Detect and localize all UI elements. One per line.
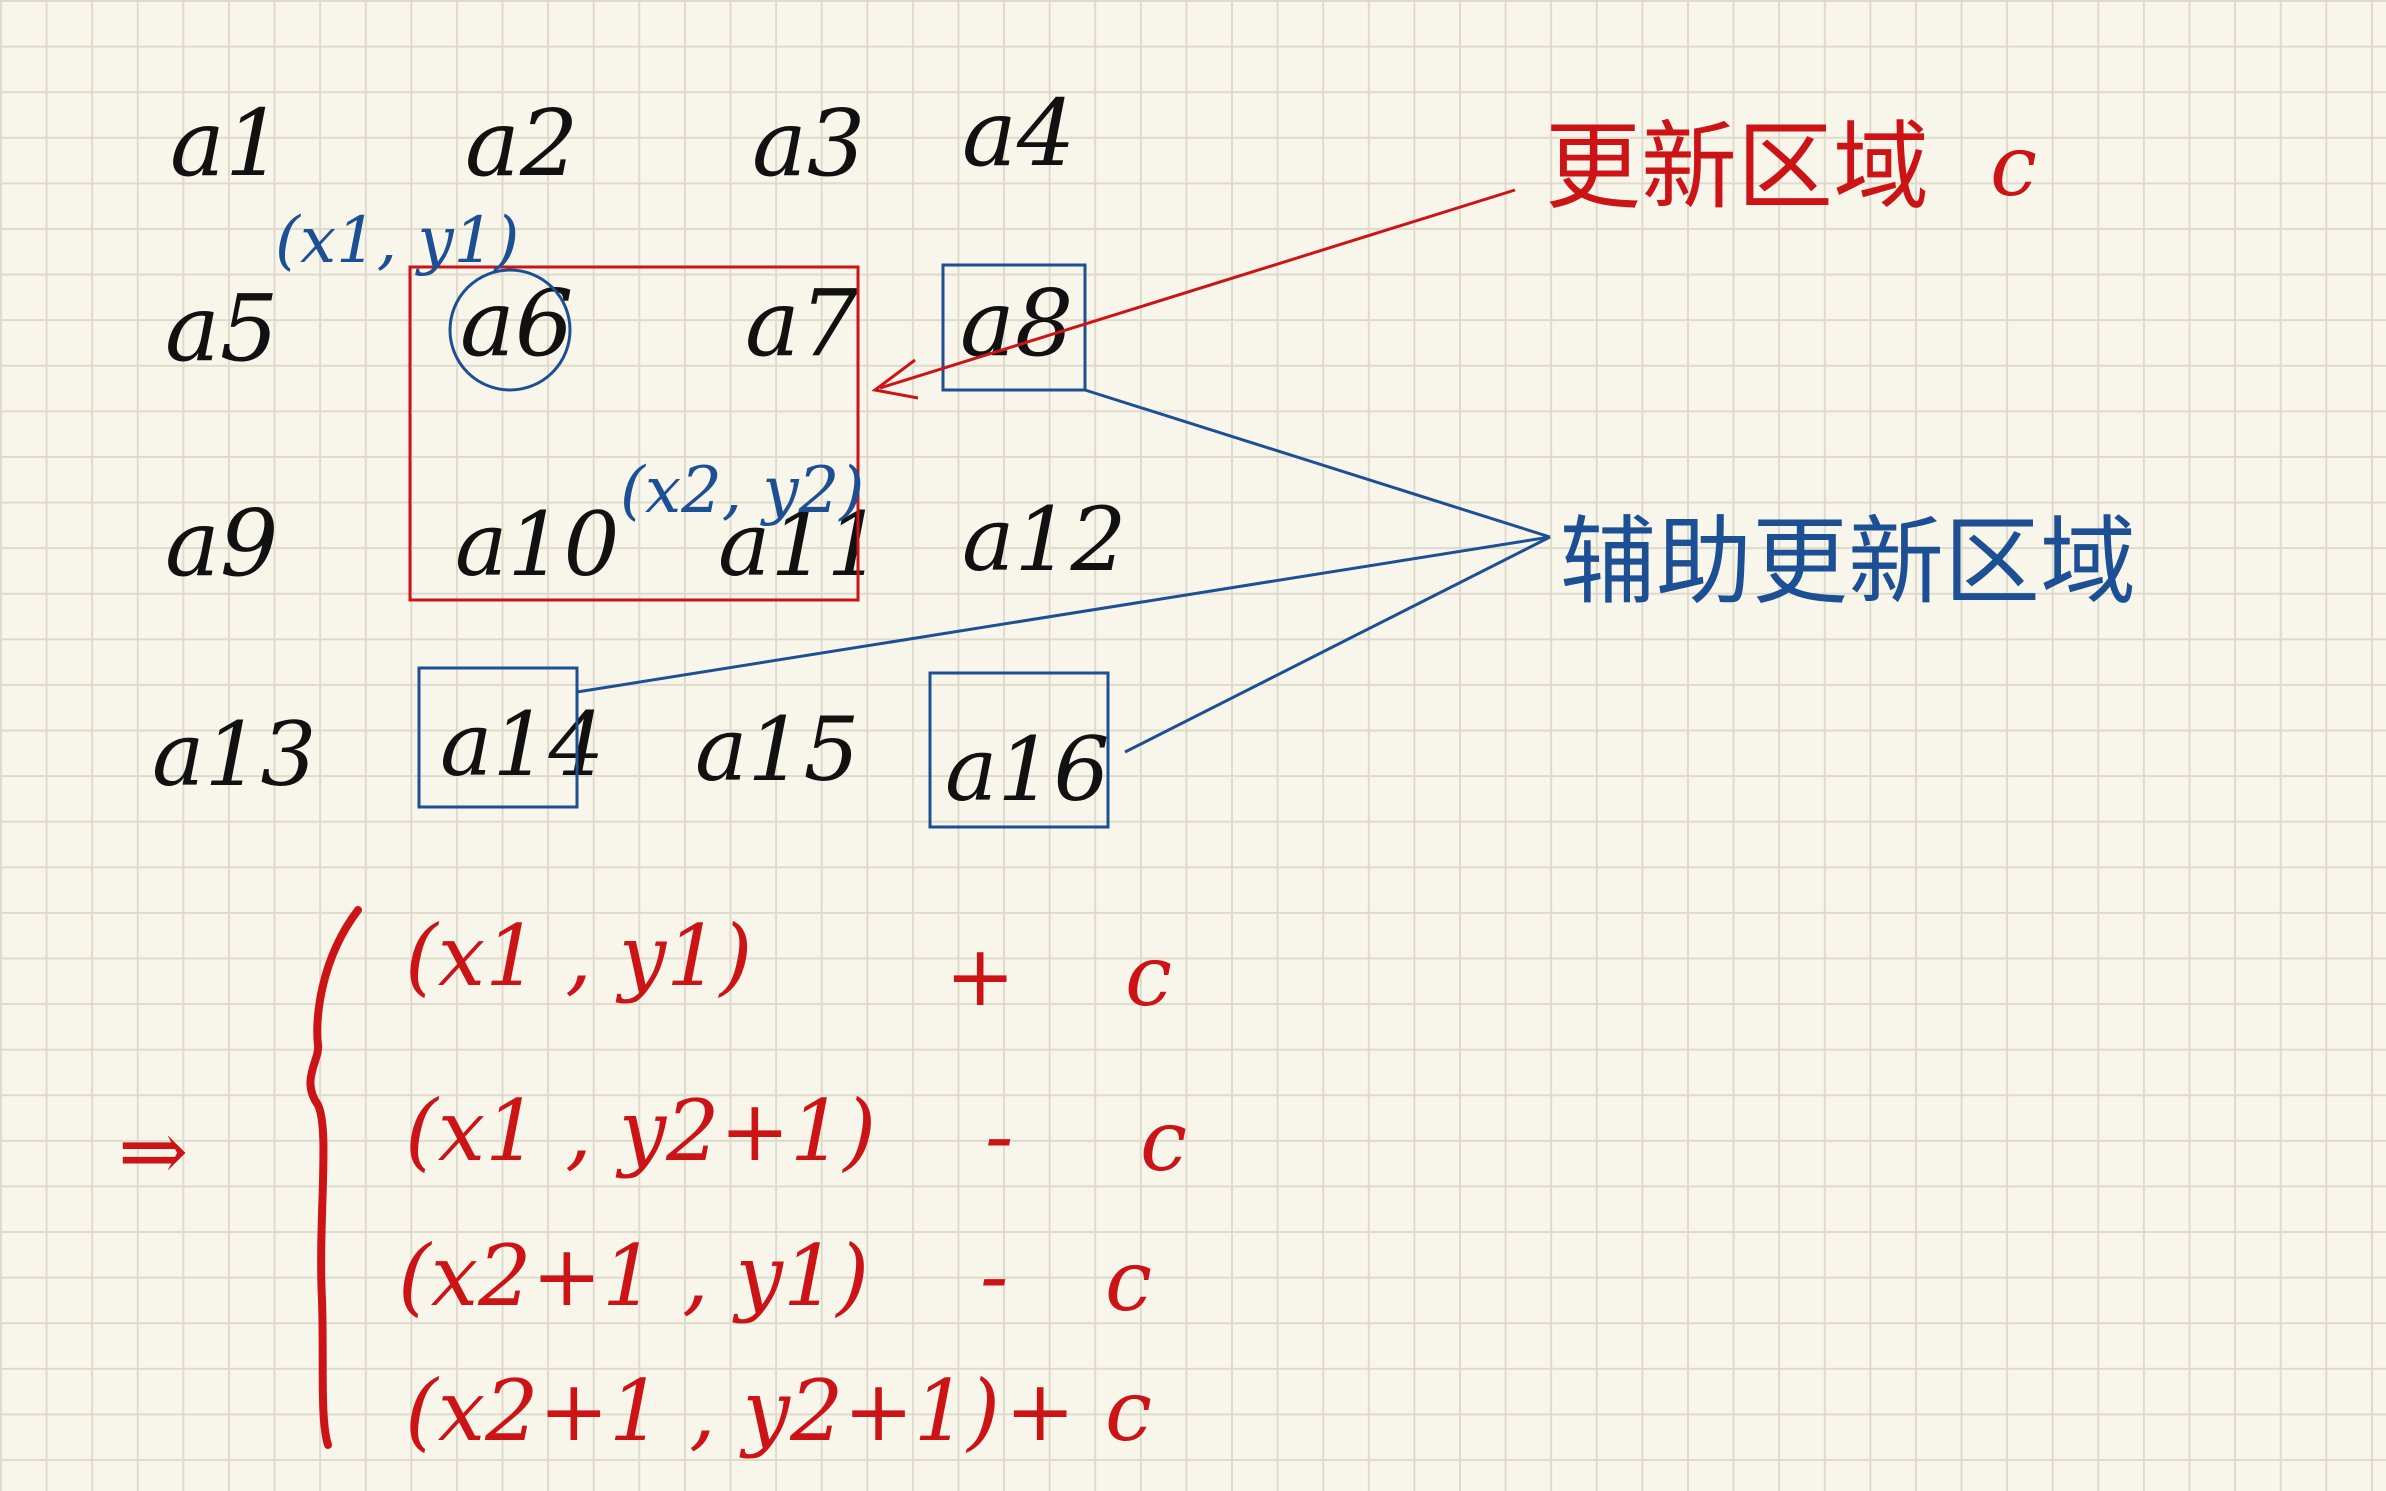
formula-row-1-value: c xyxy=(1125,927,1172,1025)
corner-label-bottom-right: (x2, y2) xyxy=(620,454,864,528)
formula-row-3-point: (x2+1 , y1) xyxy=(398,1227,869,1325)
update-region-label: 更新区域 xyxy=(1545,111,1929,223)
formula-row-3-sign: - xyxy=(980,1227,1008,1325)
aux-line-a14 xyxy=(576,535,1551,694)
cell-a5: a5 xyxy=(165,275,278,382)
cell-a11: a11 xyxy=(718,493,882,596)
update-region-arrow xyxy=(879,188,1516,390)
cell-a4: a4 xyxy=(962,80,1075,187)
aux-box-a16 xyxy=(928,671,1110,829)
implies-arrow: ⇒ xyxy=(118,1102,188,1200)
formula-row-3-value: c xyxy=(1105,1232,1152,1330)
corner-label-top-left: (x1, y1) xyxy=(275,204,519,278)
cell-a6: a6 xyxy=(460,270,573,377)
formula-row-2-point: (x1 , y2+1) xyxy=(405,1082,876,1180)
cell-a16: a16 xyxy=(945,718,1109,821)
aux-line-a8 xyxy=(1084,388,1551,539)
cell-a15: a15 xyxy=(695,698,859,801)
formula-row-2-sign: - xyxy=(985,1087,1013,1185)
aux-region-connectors xyxy=(576,388,1551,754)
cell-a12: a12 xyxy=(962,488,1126,591)
cell-a9: a9 xyxy=(165,490,278,597)
update-value-label: c xyxy=(1990,117,2037,215)
aux-box-a14 xyxy=(417,666,579,809)
cell-a7: a7 xyxy=(745,270,859,377)
cell-a8: a8 xyxy=(960,270,1073,377)
formula-row-1-point: (x1 , y1) xyxy=(405,907,752,1005)
cell-a1: a1 xyxy=(170,90,283,197)
aux-region-label: 辅助更新区域 xyxy=(1560,506,2136,618)
formula-brace xyxy=(306,906,362,1449)
formula-row-4-sign: + xyxy=(1005,1362,1075,1460)
cell-a3: a3 xyxy=(752,90,865,197)
aux-line-a16 xyxy=(1124,535,1551,754)
update-region-arrow-head xyxy=(871,358,919,400)
formula-row-1-sign: + xyxy=(945,927,1015,1025)
cell-a13: a13 xyxy=(152,703,316,806)
cell-a2: a2 xyxy=(465,90,578,197)
update-region-box xyxy=(408,265,860,602)
cell-a10: a10 xyxy=(455,493,619,596)
formula-row-2-value: c xyxy=(1140,1092,1187,1190)
formula-row-4-value: c xyxy=(1105,1362,1152,1460)
matrix-cells: a1 a2 a3 a4 a5 a6 a7 a8 a9 a10 a11 a12 a… xyxy=(152,80,1126,821)
cell-a14: a14 xyxy=(440,693,604,796)
a6-circle xyxy=(448,268,572,392)
formula: ⇒ (x1 , y1) + c (x1 , y2+1) - c (x2+1 , … xyxy=(118,906,1187,1460)
formula-row-4-point: (x2+1 , y2+1) xyxy=(405,1362,1000,1460)
aux-box-a8 xyxy=(941,263,1087,392)
